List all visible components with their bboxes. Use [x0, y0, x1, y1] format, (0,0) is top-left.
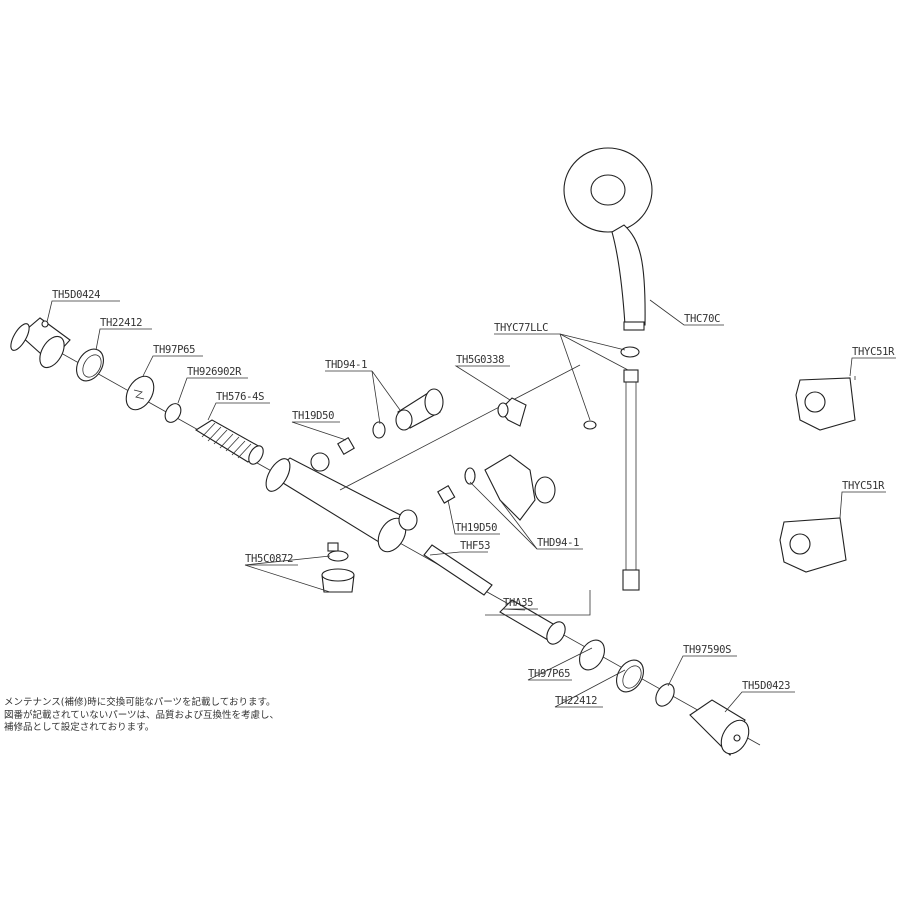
maintenance-note: メンテナンス(補修)時に交換可能なパーツを記載しております。 図番が記載されてい… — [4, 697, 279, 735]
part-label-th97p65: TH97P65 — [153, 344, 195, 356]
note-line: メンテナンス(補修)時に交換可能なパーツを記載しております。 — [4, 697, 276, 708]
part-label-th5c0872: TH5C0872 — [245, 553, 293, 565]
part-label-th5g0338: TH5G0338 — [456, 354, 504, 366]
ring-nut-right — [616, 659, 644, 693]
part-label-thd94-1: THD94-1 — [537, 537, 579, 549]
stopper-ring-left — [125, 375, 155, 411]
ring-nut-left — [76, 348, 104, 382]
part-label-th19d50: TH19D50 — [292, 410, 334, 422]
part-label-th926902r: TH926902R — [187, 366, 242, 378]
part-label-thyc51r: THYC51R — [852, 346, 895, 358]
spindle-shaft — [423, 544, 493, 596]
shower-holder-1 — [795, 376, 856, 431]
clip-ring — [164, 403, 182, 423]
hose-elbow — [497, 397, 527, 427]
part-label-thd94-1: THD94-1 — [325, 359, 367, 371]
check-valve-lower — [437, 485, 456, 504]
stopper-ring-small — [655, 683, 675, 707]
part-label-thyc77llc: THYC77LLC — [494, 322, 548, 334]
packing-lower — [464, 467, 476, 485]
handle-cap-right — [689, 699, 750, 756]
stopper-ring-right — [579, 639, 605, 671]
packing-upper — [372, 421, 386, 439]
outlet-nut — [321, 568, 355, 593]
shower-holder-2 — [779, 517, 847, 573]
part-label-thf53: THF53 — [460, 540, 490, 552]
thermo-cartridge — [194, 419, 264, 465]
part-label-thc70c: THC70C — [684, 313, 720, 325]
leader-lines — [46, 299, 896, 713]
check-valve-upper — [337, 437, 355, 455]
gasket-ring — [327, 550, 349, 562]
part-label-th22412: TH22412 — [555, 695, 597, 707]
part-label-tha35: THA35 — [503, 597, 533, 609]
part-label-thyc51r: THYC51R — [842, 480, 885, 492]
part-label-th5d0424: TH5D0424 — [52, 289, 100, 301]
mixer-body — [265, 364, 581, 553]
handle-cap-left — [10, 317, 71, 369]
part-label-th19d50: TH19D50 — [455, 522, 497, 534]
part-label-th97p65: TH97P65 — [528, 668, 570, 680]
eccentric-leg-lower — [484, 454, 556, 521]
part-label-th22412: TH22412 — [100, 317, 142, 329]
hand-shower — [563, 147, 653, 331]
note-line: 図番が記載されていないパーツは、品質および互換性を考慮し、 — [4, 709, 280, 721]
switch-valve — [499, 599, 566, 645]
eccentric-leg-upper — [395, 388, 444, 431]
note-line: 補修品として設定されております。 — [4, 722, 155, 733]
part-label-th97590s: TH97590S — [683, 644, 731, 656]
part-label-th5d0423: TH5D0423 — [742, 680, 790, 692]
part-label-th576-4s: TH576-4S — [216, 391, 264, 403]
shower-hose — [485, 346, 640, 616]
